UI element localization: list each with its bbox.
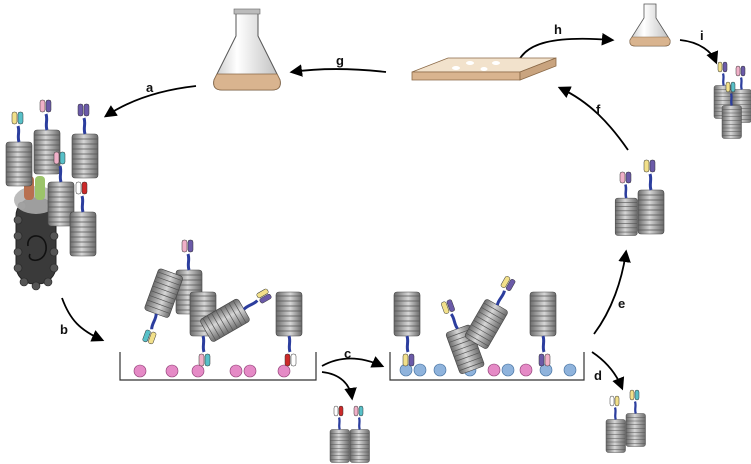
arrow-c: [321, 356, 385, 368]
washed-phage-group-d: [604, 389, 647, 454]
arrow-b: [61, 297, 105, 342]
phage-particle: [624, 389, 647, 448]
step-label-g: g: [336, 53, 344, 68]
step-label-h: h: [554, 22, 562, 37]
phage-particle: [528, 290, 558, 367]
eluted-phage-group: [613, 159, 666, 237]
phage-particle: [712, 61, 735, 120]
phage-particle: [348, 405, 371, 464]
phage-particle: [720, 81, 743, 140]
target-bead-blue: [399, 363, 577, 377]
phage-particle: [137, 266, 185, 345]
arrow-a: [103, 85, 197, 118]
arrow-c-down: [321, 371, 357, 401]
step-label-f: f: [596, 102, 601, 117]
phage-particle: [4, 111, 34, 188]
phage-particle: [328, 405, 351, 464]
phage-particle: [46, 151, 76, 228]
arrow-f: [557, 86, 629, 151]
phage-bound-or-free-dish-1: [137, 239, 304, 367]
arrow-d: [591, 351, 625, 391]
phage-particle: [70, 103, 100, 180]
step-label-d: d: [594, 368, 602, 383]
erlenmeyer-flask-large-icon: [213, 8, 281, 91]
arrow-e: [593, 249, 631, 335]
agar-plate-icon: [411, 57, 557, 81]
phage-particle: [188, 290, 218, 367]
phage-particle: [730, 65, 751, 124]
phage-particle: [604, 395, 627, 454]
phage-particle: [174, 239, 204, 316]
step-label-c: c: [344, 346, 351, 361]
erlenmeyer-flask-small-icon: [629, 3, 671, 47]
infected-bacterium-icon: [13, 176, 59, 291]
panning-dish-1: [119, 352, 317, 381]
phage-particle: [613, 171, 639, 237]
washed-phage-group: [328, 405, 371, 464]
step-label-i: i: [700, 28, 704, 43]
panning-dish-2: [389, 352, 585, 381]
target-bead: [133, 364, 291, 378]
phage-particle: [274, 290, 304, 367]
step-label-a: a: [146, 80, 154, 95]
phage-particle: [68, 181, 98, 258]
phage-particle: [197, 288, 272, 345]
phage-particle: [462, 276, 519, 352]
phage-particle: [636, 159, 666, 236]
phage-particle: [392, 290, 422, 367]
phage-bound-dish-2: [392, 276, 558, 377]
arrow-g: [289, 64, 387, 77]
step-label-b: b: [60, 322, 68, 337]
arrow-i: [679, 39, 719, 65]
phage-particle: [32, 99, 62, 176]
amplified-phage-group: [712, 61, 751, 140]
phage-library-cluster: [4, 99, 100, 258]
step-label-e: e: [618, 296, 625, 311]
phage-particle: [438, 299, 487, 377]
target-bead-pink: [487, 363, 533, 377]
